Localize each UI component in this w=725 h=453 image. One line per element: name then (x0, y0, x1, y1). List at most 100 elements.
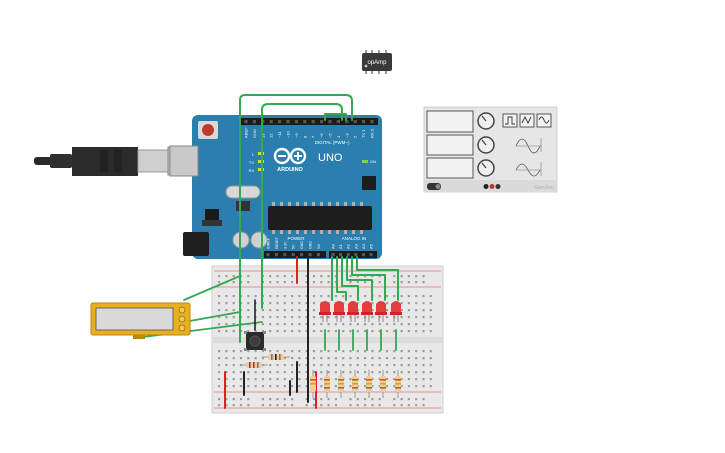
reset-button[interactable] (202, 124, 214, 136)
wire-analog-a1[interactable] (336, 256, 347, 301)
opamp-chip[interactable]: opAmp (362, 50, 392, 74)
breadboard-holes[interactable] (218, 275, 432, 407)
resistor-6[interactable] (395, 370, 401, 398)
power-pin-label: Vin (317, 244, 321, 249)
digital-pin-hole[interactable] (362, 120, 366, 124)
fg-terminal-negative[interactable] (483, 184, 489, 189)
fg-terminal-ground[interactable] (495, 184, 501, 189)
digital-pin-label: 12 (269, 133, 274, 138)
power-pin-hole[interactable] (291, 253, 295, 257)
digital-pin-hole[interactable] (244, 120, 248, 124)
digital-pin-label: RX 0 (370, 128, 375, 138)
digital-pin-hole[interactable] (336, 120, 340, 124)
resistor-button-pulldown[interactable] (262, 354, 290, 360)
digital-pin-hole[interactable] (353, 120, 357, 124)
arduino-logo-text: ARDUINO (277, 167, 303, 173)
digital-pin-label: ~9 (294, 133, 299, 138)
digital-pin-label: 8 (302, 135, 307, 138)
analog-header-label: ANALOG IN (342, 236, 367, 241)
wire-analog-a3[interactable] (346, 256, 373, 301)
digital-pin-label: ~11 (277, 131, 282, 138)
triangle-wave-button[interactable] (519, 113, 535, 128)
wires (142, 94, 399, 409)
analog-pin-label: A0 (331, 243, 336, 249)
wire-green-digital-1[interactable] (239, 94, 353, 343)
resistor-4[interactable] (366, 370, 372, 398)
l-led-label: L (252, 152, 255, 157)
wire-lcd-1[interactable] (183, 275, 241, 301)
led-array[interactable] (319, 301, 402, 322)
power-jack (183, 232, 209, 256)
power-pin-hole[interactable] (308, 253, 312, 257)
power-header-label: POWER (287, 236, 305, 241)
led-3 (347, 301, 359, 315)
power-pin-hole[interactable] (266, 253, 270, 257)
digital-pin-hole[interactable] (294, 120, 298, 124)
power-pin-hole[interactable] (316, 253, 320, 257)
power-pin-hole[interactable] (283, 253, 287, 257)
led-5 (375, 301, 387, 315)
atmega-chip (268, 206, 372, 230)
digital-pin-label: AREF (244, 127, 249, 138)
power-header[interactable] (264, 251, 326, 258)
wire-analog-a4[interactable] (351, 256, 386, 301)
wire-analog-a5[interactable] (356, 256, 399, 301)
power-pin-hole[interactable] (300, 253, 304, 257)
digital-pin-hole[interactable] (252, 120, 256, 124)
digital-pin-hole[interactable] (320, 120, 324, 124)
lcd-display[interactable] (90, 302, 191, 339)
digital-pin-hole[interactable] (286, 120, 290, 124)
analog-pin-label: A1 (338, 243, 343, 249)
sine-wave-button[interactable] (536, 113, 552, 128)
analog-pin-label: A5 (369, 243, 374, 249)
analog-pin-hole[interactable] (354, 253, 358, 257)
digital-pin-hole[interactable] (370, 120, 374, 124)
resistor-extra[interactable] (310, 370, 316, 398)
resistor-3[interactable] (352, 370, 358, 398)
digital-pin-hole[interactable] (345, 120, 349, 124)
led-2 (333, 301, 345, 315)
function-generator[interactable]: Gen.Fnc (423, 106, 558, 193)
on-led-label: ON (370, 159, 376, 164)
wire-green-digital-3[interactable] (324, 113, 347, 121)
push-button[interactable] (244, 331, 266, 351)
wire-lcd-3[interactable] (183, 311, 241, 323)
square-wave-button[interactable] (502, 113, 518, 128)
analog-pin-hole[interactable] (361, 253, 365, 257)
analog-pin-hole[interactable] (339, 253, 343, 257)
analog-pin-hole[interactable] (369, 253, 373, 257)
digital-pin-hole[interactable] (328, 120, 332, 124)
power-pin-hole[interactable] (274, 253, 278, 257)
digital-pin-hole[interactable] (278, 120, 282, 124)
power-pin-label: RESET (275, 236, 279, 249)
digital-pin-label: 7 (311, 135, 316, 138)
wire-green-digital-2[interactable] (261, 103, 343, 309)
resistor-2[interactable] (338, 370, 344, 398)
digital-header[interactable] (240, 118, 378, 125)
resistor-array[interactable] (310, 370, 401, 398)
power-pin-label: 5V (292, 244, 296, 249)
digital-pin-label: ~3 (344, 133, 349, 138)
analog-pin-hole[interactable] (331, 253, 335, 257)
fg-terminal-positive[interactable] (489, 184, 495, 189)
analog-pin-label: A3 (353, 243, 358, 249)
wire-analog-a2[interactable] (341, 256, 359, 301)
analog-header[interactable] (329, 251, 377, 258)
digital-pin-hole[interactable] (303, 120, 307, 124)
tx-led-label: TX (249, 160, 254, 165)
waveform-indicator (515, 138, 542, 177)
digital-pin-hole[interactable] (269, 120, 273, 124)
fg-display-1 (426, 110, 474, 133)
resistor-1[interactable] (324, 370, 330, 398)
resistor-lcd-contrast[interactable] (240, 362, 268, 368)
power-pin-label: 3.3V (283, 241, 287, 249)
analog-pin-hole[interactable] (346, 253, 350, 257)
analog-pin-label: A2 (346, 243, 351, 249)
digital-pin-hole[interactable] (311, 120, 315, 124)
digital-pin-label: ~6 (319, 133, 324, 138)
led-4 (361, 301, 373, 315)
resistor-5[interactable] (380, 370, 386, 398)
power-pin-label: GND (300, 241, 304, 249)
